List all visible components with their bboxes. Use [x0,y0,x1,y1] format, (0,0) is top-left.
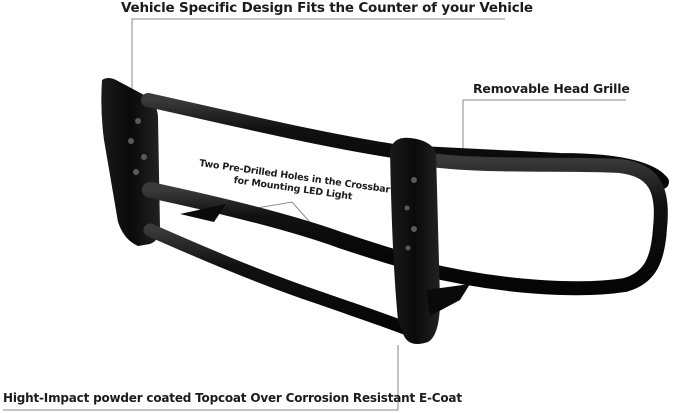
callout-label-removable-head-grille: Removable Head Grille [473,81,630,96]
left-mount-bracket [180,204,226,222]
left-end-post [101,78,160,246]
callout-lines [3,18,626,411]
callout-line-top [131,18,505,92]
right-mount-bracket [426,284,470,316]
callout-label-vehicle-specific-design: Vehicle Specific Design Fits the Counter… [121,0,533,16]
callout-label-powder-coat: Hight-Impact powder coated Topcoat Over … [3,391,462,405]
callout-line-grille [462,99,626,155]
center-post-bolts [404,177,417,251]
left-post-bolts [128,118,147,175]
callout-line-bottom [3,345,399,411]
head-grille-loop [408,151,668,296]
lower-rail [143,223,417,337]
crossbar [142,182,420,270]
